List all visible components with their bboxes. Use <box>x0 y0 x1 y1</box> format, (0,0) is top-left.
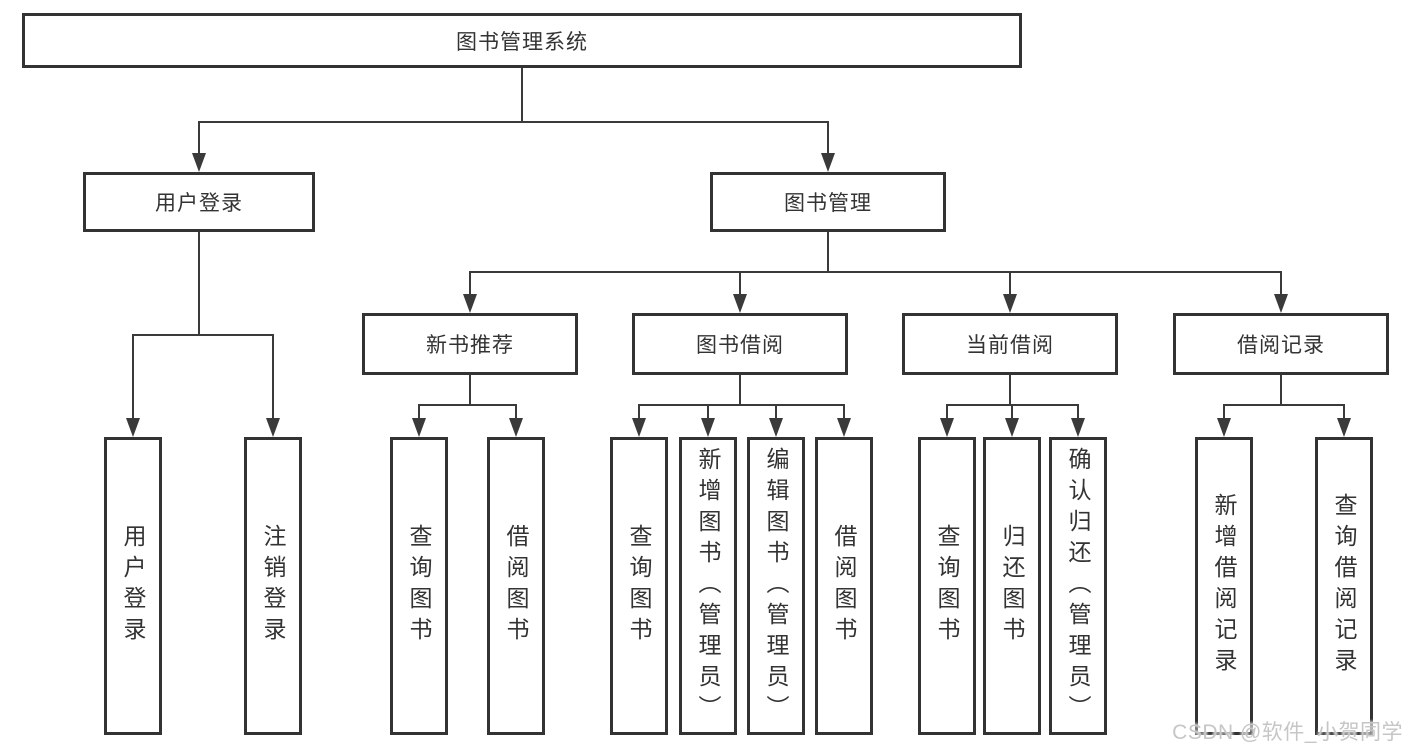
node-borrowing-records: 借阅记录 <box>1173 313 1389 375</box>
connector-drop-new-book <box>469 271 471 297</box>
connector-drop <box>418 404 420 420</box>
arrow-down-icon <box>192 153 206 172</box>
leaf-confirm-return-admin: 确认归还（管理员） <box>1049 437 1107 735</box>
leaf-edit-book-admin: 编辑图书（管理员） <box>747 437 805 735</box>
arrow-down-icon <box>1217 418 1231 437</box>
connector-drop-book-management <box>827 121 829 155</box>
leaf-query-books-borrow: 查询图书 <box>610 437 668 735</box>
connector-drop <box>1343 404 1345 420</box>
connector-drop <box>1077 404 1079 420</box>
connector-drop <box>946 404 948 420</box>
connector-drop <box>1223 404 1225 420</box>
arrow-down-icon <box>837 418 851 437</box>
leaf-add-borrow-record: 新增借阅记录 <box>1195 437 1253 735</box>
arrow-down-icon <box>126 418 140 437</box>
leaf-return-book: 归还图书 <box>983 437 1041 735</box>
node-user-login: 用户登录 <box>83 172 315 232</box>
arrow-down-icon <box>1274 294 1288 313</box>
connector-root-stem <box>521 68 523 122</box>
connector-book-management-hline <box>469 271 1282 273</box>
connector-book-management-stem <box>827 232 829 273</box>
arrow-down-icon <box>769 418 783 437</box>
connector-drop-borrowing-records <box>1280 271 1282 297</box>
arrow-down-icon <box>940 418 954 437</box>
connector-drop <box>775 404 777 420</box>
connector-new-book-stem <box>469 375 471 406</box>
connector-user-login-stem <box>198 232 200 336</box>
connector-new-book-hline <box>418 404 517 406</box>
csdn-watermark: CSDN @软件_小贺同学 <box>1172 721 1403 744</box>
node-new-book-recommendation: 新书推荐 <box>362 313 578 375</box>
leaf-borrow-books-recommend: 借阅图书 <box>487 437 545 735</box>
node-current-borrowing: 当前借阅 <box>902 313 1118 375</box>
node-book-management: 图书管理 <box>710 172 946 232</box>
connector-borrowing-records-hline <box>1223 404 1345 406</box>
arrow-down-icon <box>733 294 747 313</box>
arrow-down-icon <box>1003 294 1017 313</box>
leaf-borrow-books-borrow: 借阅图书 <box>815 437 873 735</box>
connector-borrowing-records-stem <box>1280 375 1282 406</box>
arrow-down-icon <box>463 294 477 313</box>
arrow-down-icon <box>632 418 646 437</box>
leaf-user-login: 用户登录 <box>104 437 162 735</box>
arrow-down-icon <box>1005 418 1019 437</box>
connector-drop <box>638 404 640 420</box>
leaf-query-books-current: 查询图书 <box>918 437 976 735</box>
arrow-down-icon <box>412 418 426 437</box>
leaf-logout: 注销登录 <box>244 437 302 735</box>
connector-book-borrowing-hline <box>638 404 845 406</box>
connector-current-borrowing-stem <box>1009 375 1011 406</box>
connector-drop <box>707 404 709 420</box>
connector-drop-leaf-user-login <box>132 334 134 419</box>
arrow-down-icon <box>266 418 280 437</box>
connector-book-borrowing-stem <box>739 375 741 406</box>
arrow-down-icon <box>509 418 523 437</box>
node-library-management-system: 图书管理系统 <box>22 13 1022 68</box>
connector-drop-book-borrowing <box>739 271 741 297</box>
connector-drop <box>515 404 517 420</box>
connector-drop-leaf-logout <box>272 334 274 419</box>
leaf-query-books-recommend: 查询图书 <box>390 437 448 735</box>
connector-drop-current-borrowing <box>1009 271 1011 297</box>
connector-drop <box>1011 404 1013 420</box>
arrow-down-icon <box>1337 418 1351 437</box>
arrow-down-icon <box>701 418 715 437</box>
leaf-add-book-admin: 新增图书（管理员） <box>679 437 737 735</box>
arrow-down-icon <box>1071 418 1085 437</box>
connector-drop-user-login <box>198 121 200 155</box>
arrow-down-icon <box>821 153 835 172</box>
leaf-query-borrow-record: 查询借阅记录 <box>1315 437 1373 735</box>
node-book-borrowing: 图书借阅 <box>632 313 848 375</box>
connector-user-login-hline <box>132 334 274 336</box>
connector-root-hline <box>198 121 829 123</box>
connector-drop <box>843 404 845 420</box>
